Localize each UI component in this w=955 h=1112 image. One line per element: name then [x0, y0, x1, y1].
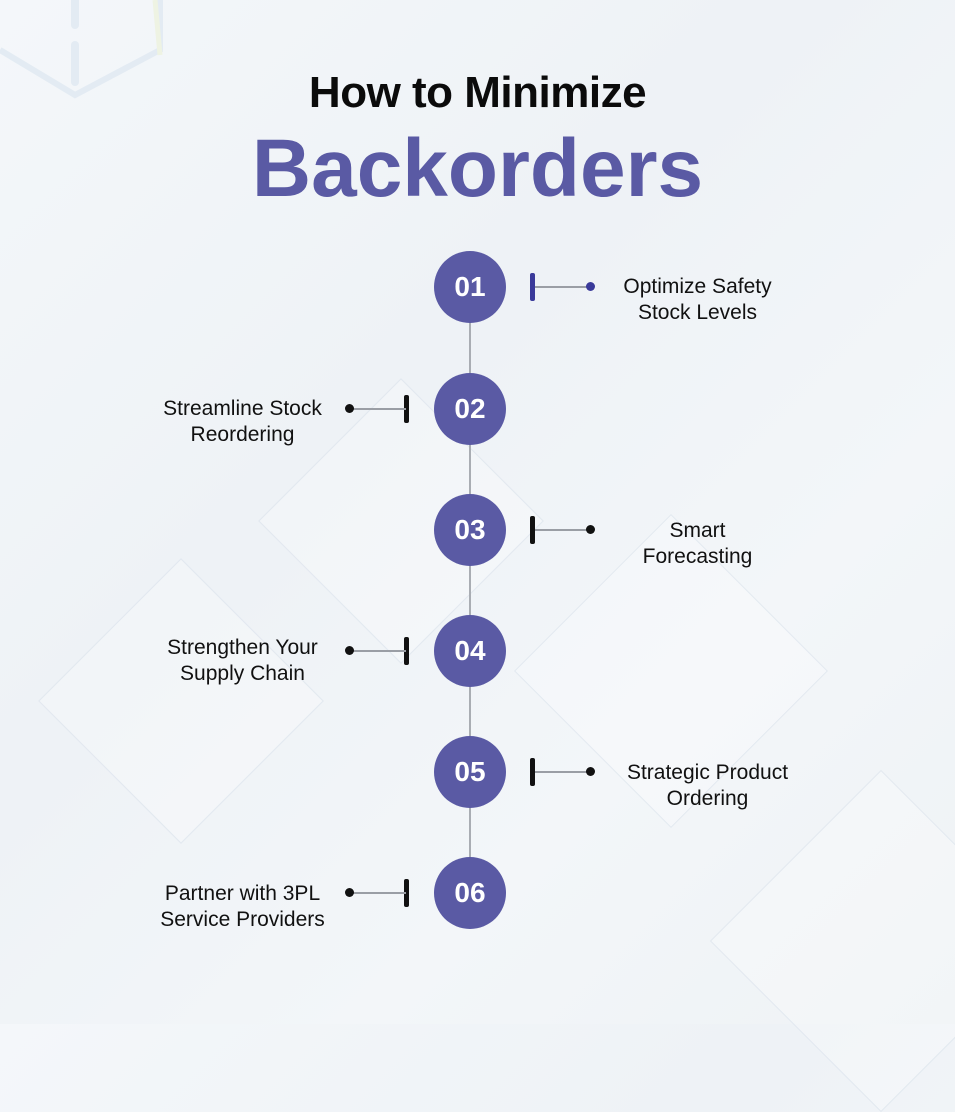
- step-number-badge: 03: [434, 494, 506, 566]
- step-label: Partner with 3PL Service Providers: [160, 882, 325, 931]
- connector-dot: [586, 767, 595, 776]
- connector-dot: [345, 888, 354, 897]
- background-shape: [709, 769, 955, 1112]
- title-line-2: Backorders: [251, 123, 704, 214]
- connector-line: [352, 892, 406, 894]
- step-label: Strategic Product Ordering: [626, 761, 789, 810]
- step-number-badge: 01: [434, 251, 506, 323]
- connector-dot: [586, 525, 595, 534]
- connector-bar: [404, 879, 409, 907]
- connector-line: [535, 286, 590, 288]
- title-line-1: How to Minimize: [308, 68, 647, 117]
- connector-bar: [404, 395, 409, 423]
- connector-line: [352, 408, 406, 410]
- step-number-badge: 05: [434, 736, 506, 808]
- step-number-badge: 04: [434, 615, 506, 687]
- connector-dot: [345, 404, 354, 413]
- connector-bar: [530, 516, 535, 544]
- step-number-badge: 06: [434, 857, 506, 929]
- connector-dot: [345, 646, 354, 655]
- step-label: Optimize Safety Stock Levels: [623, 275, 772, 324]
- connector-line: [535, 771, 590, 773]
- background-shape: [38, 558, 324, 844]
- connector-line: [352, 650, 406, 652]
- step-label: Streamline Stock Reordering: [163, 397, 322, 446]
- connector-bar: [530, 273, 535, 301]
- timeline-line: [469, 300, 471, 900]
- connector-bar: [530, 758, 535, 786]
- connector-dot: [586, 282, 595, 291]
- step-number-badge: 02: [434, 373, 506, 445]
- box-logo-icon: [0, 0, 163, 99]
- connector-bar: [404, 637, 409, 665]
- step-label: Strengthen Your Supply Chain: [167, 636, 318, 685]
- connector-line: [535, 529, 590, 531]
- step-label: Smart Forecasting: [642, 519, 753, 568]
